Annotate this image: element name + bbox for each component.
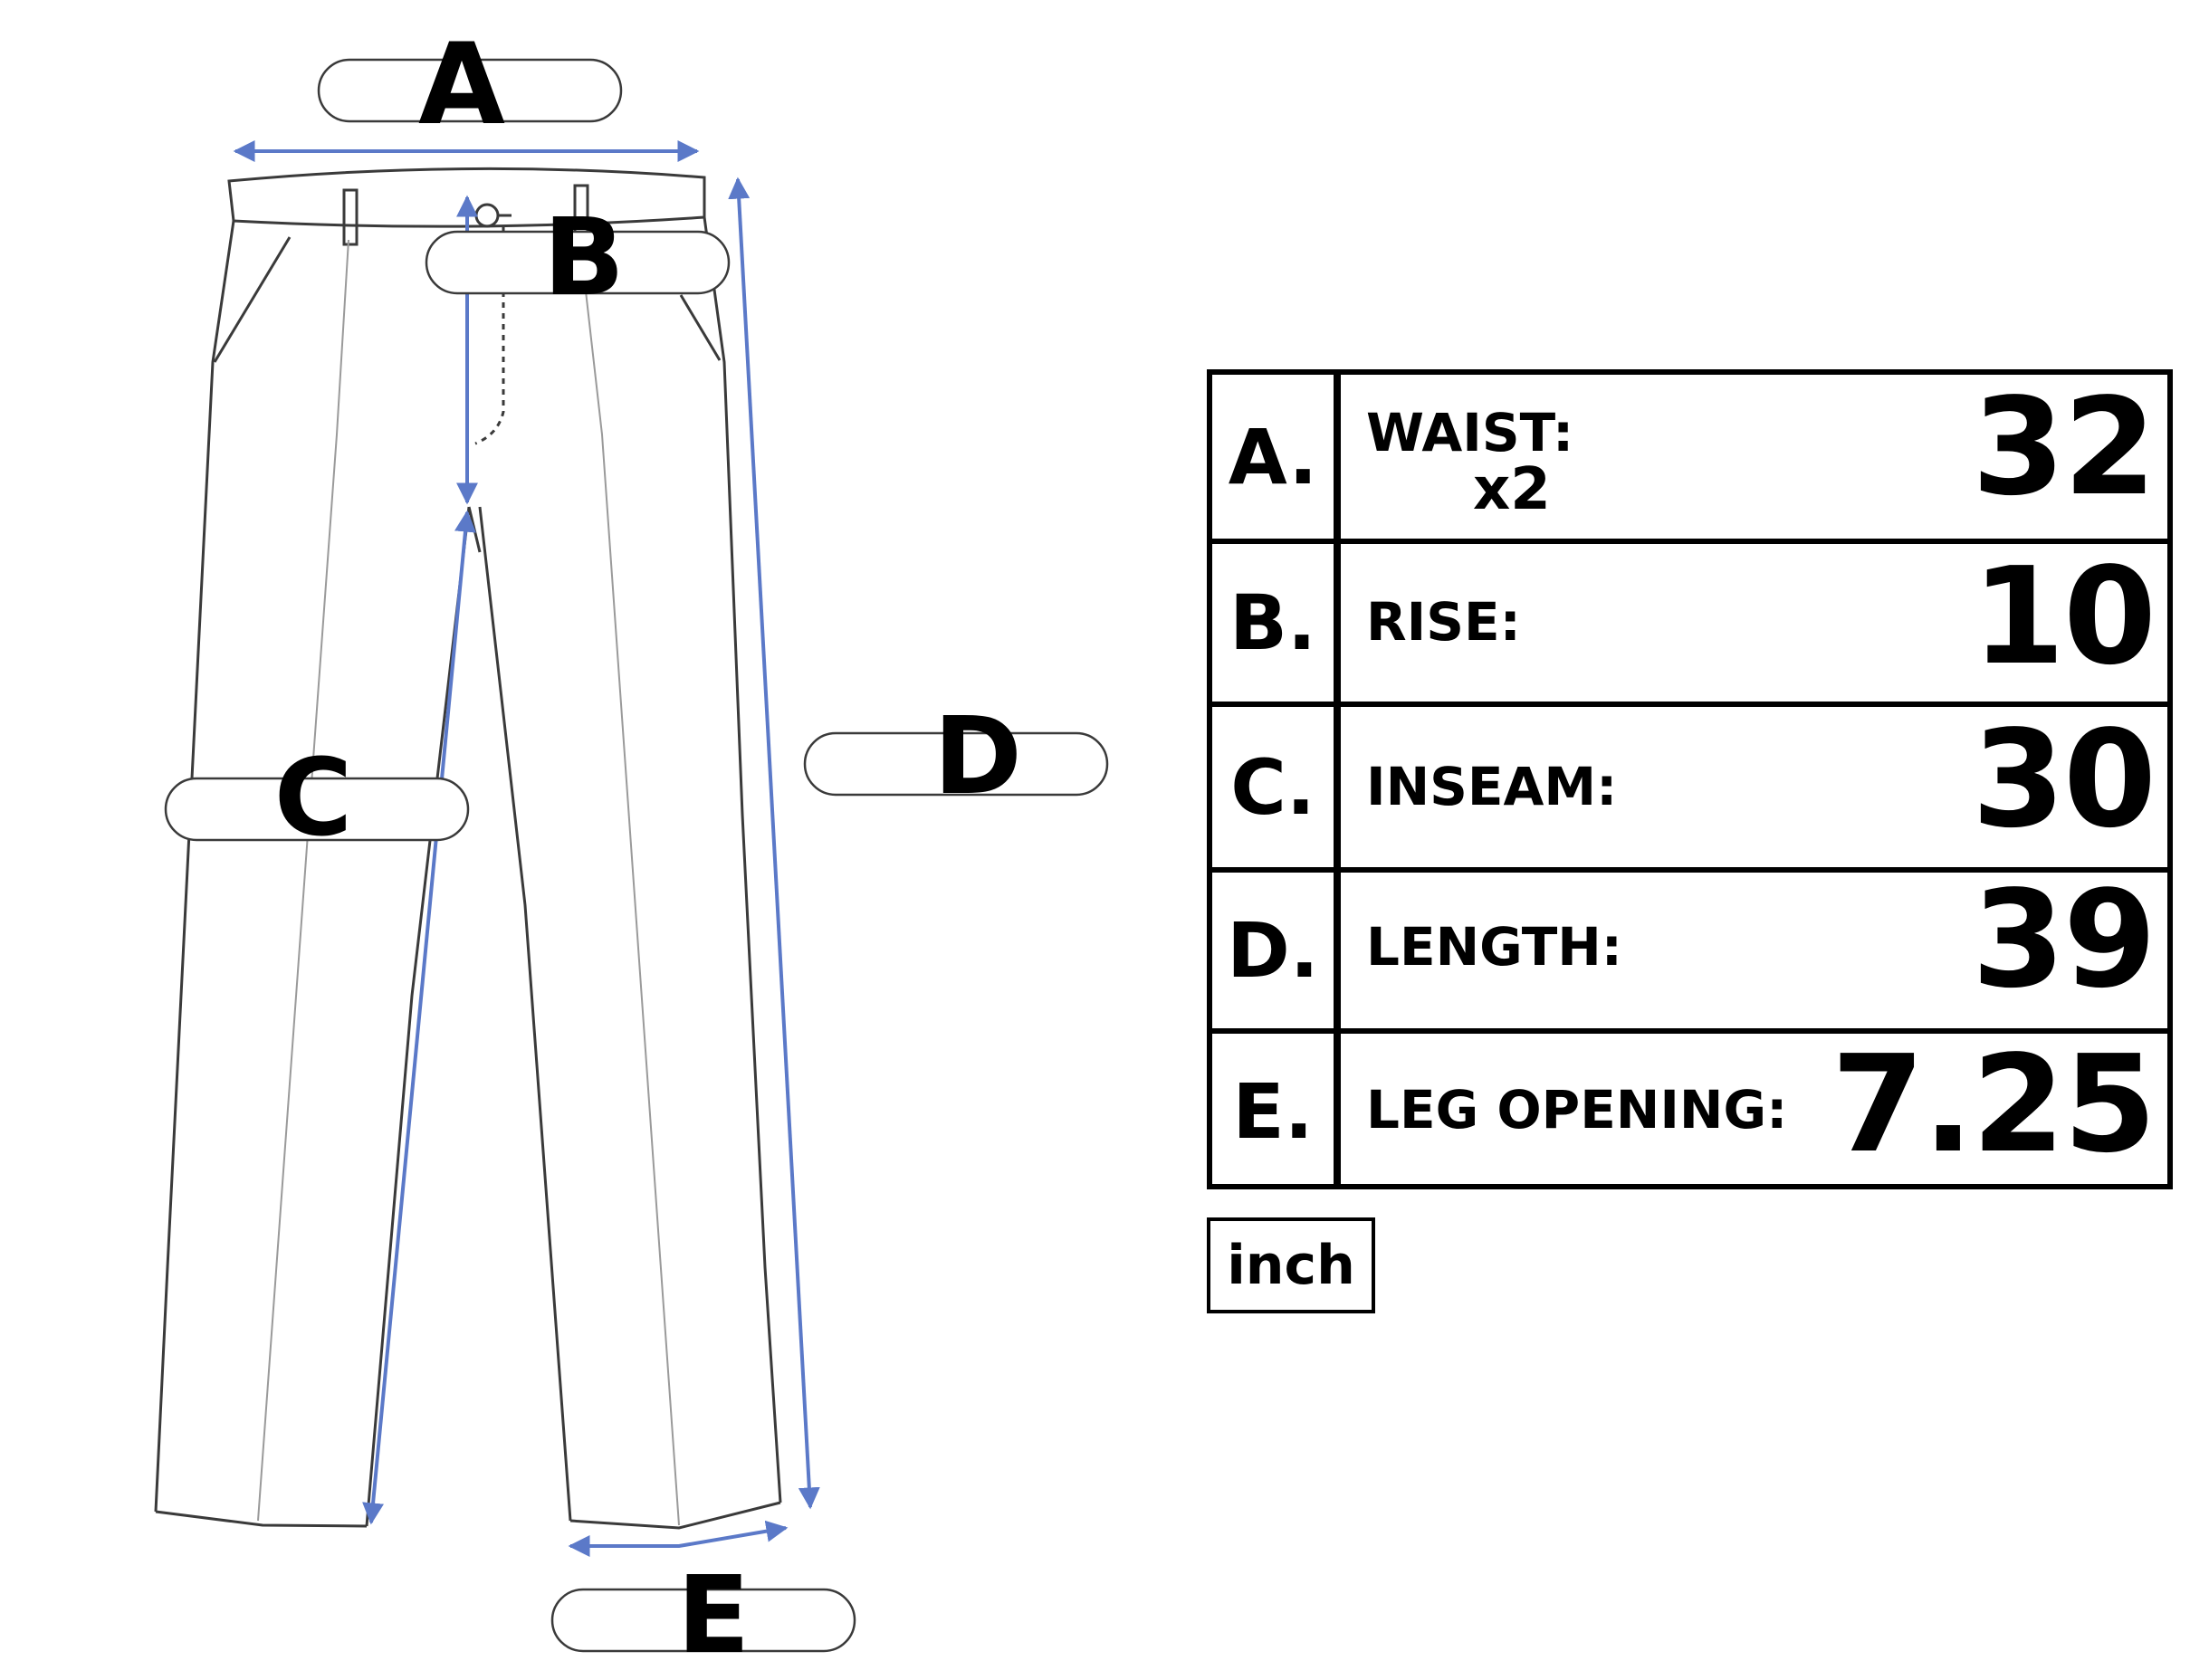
row-label: WAIST: (1366, 402, 1574, 463)
pants-measurement-diagram: A B C D E (154, 20, 1109, 1677)
arrow-d (728, 177, 820, 1510)
table-row-length: D. LENGTH: 39 (1212, 862, 2167, 1034)
row-letter: D. (1212, 873, 1341, 1028)
row-letter: B. (1212, 544, 1341, 702)
row-letter: A. (1212, 375, 1341, 539)
row-value: 39 (1972, 862, 2156, 1017)
label-pill-a: A (317, 20, 623, 150)
arrow-c (362, 510, 476, 1525)
label-e: E (677, 1552, 751, 1677)
label-c: C (274, 735, 353, 860)
label-pill-d: D (803, 693, 1109, 818)
row-sublabel: x2 (1473, 456, 1551, 523)
row-label: LENGTH: (1366, 916, 1623, 978)
table-row-leg-opening: E. LEG OPENING: 7.25 (1212, 1026, 2167, 1189)
label-d: D (933, 693, 1022, 818)
arrow-e (568, 1520, 789, 1557)
row-value: 7.25 (1831, 1026, 2156, 1182)
row-label: LEG OPENING: (1366, 1079, 1788, 1141)
label-pill-c: C (164, 735, 470, 860)
row-value: 32 (1972, 369, 2156, 525)
unit-label: inch (1207, 1217, 1375, 1313)
row-label: INSEAM: (1366, 756, 1618, 817)
table-row-inseam: C. INSEAM: 30 (1212, 702, 2167, 873)
table-row-waist: A. WAIST: x2 32 (1212, 369, 2167, 544)
label-pill-e: E (550, 1552, 856, 1677)
row-letter: E. (1212, 1034, 1341, 1189)
label-pill-b: B (425, 195, 731, 320)
row-value: 30 (1972, 702, 2156, 857)
table-row-rise: B. RISE: 10 (1212, 539, 2167, 707)
label-b: B (543, 195, 625, 320)
measurement-table: A. WAIST: x2 32 B. RISE: 10 C. INSEAM: 3… (1207, 369, 2173, 1189)
crease-lines (257, 234, 680, 1526)
label-a: A (418, 20, 505, 150)
row-label: RISE: (1366, 591, 1521, 653)
row-value: 10 (1972, 539, 2156, 694)
row-letter: C. (1212, 707, 1341, 867)
